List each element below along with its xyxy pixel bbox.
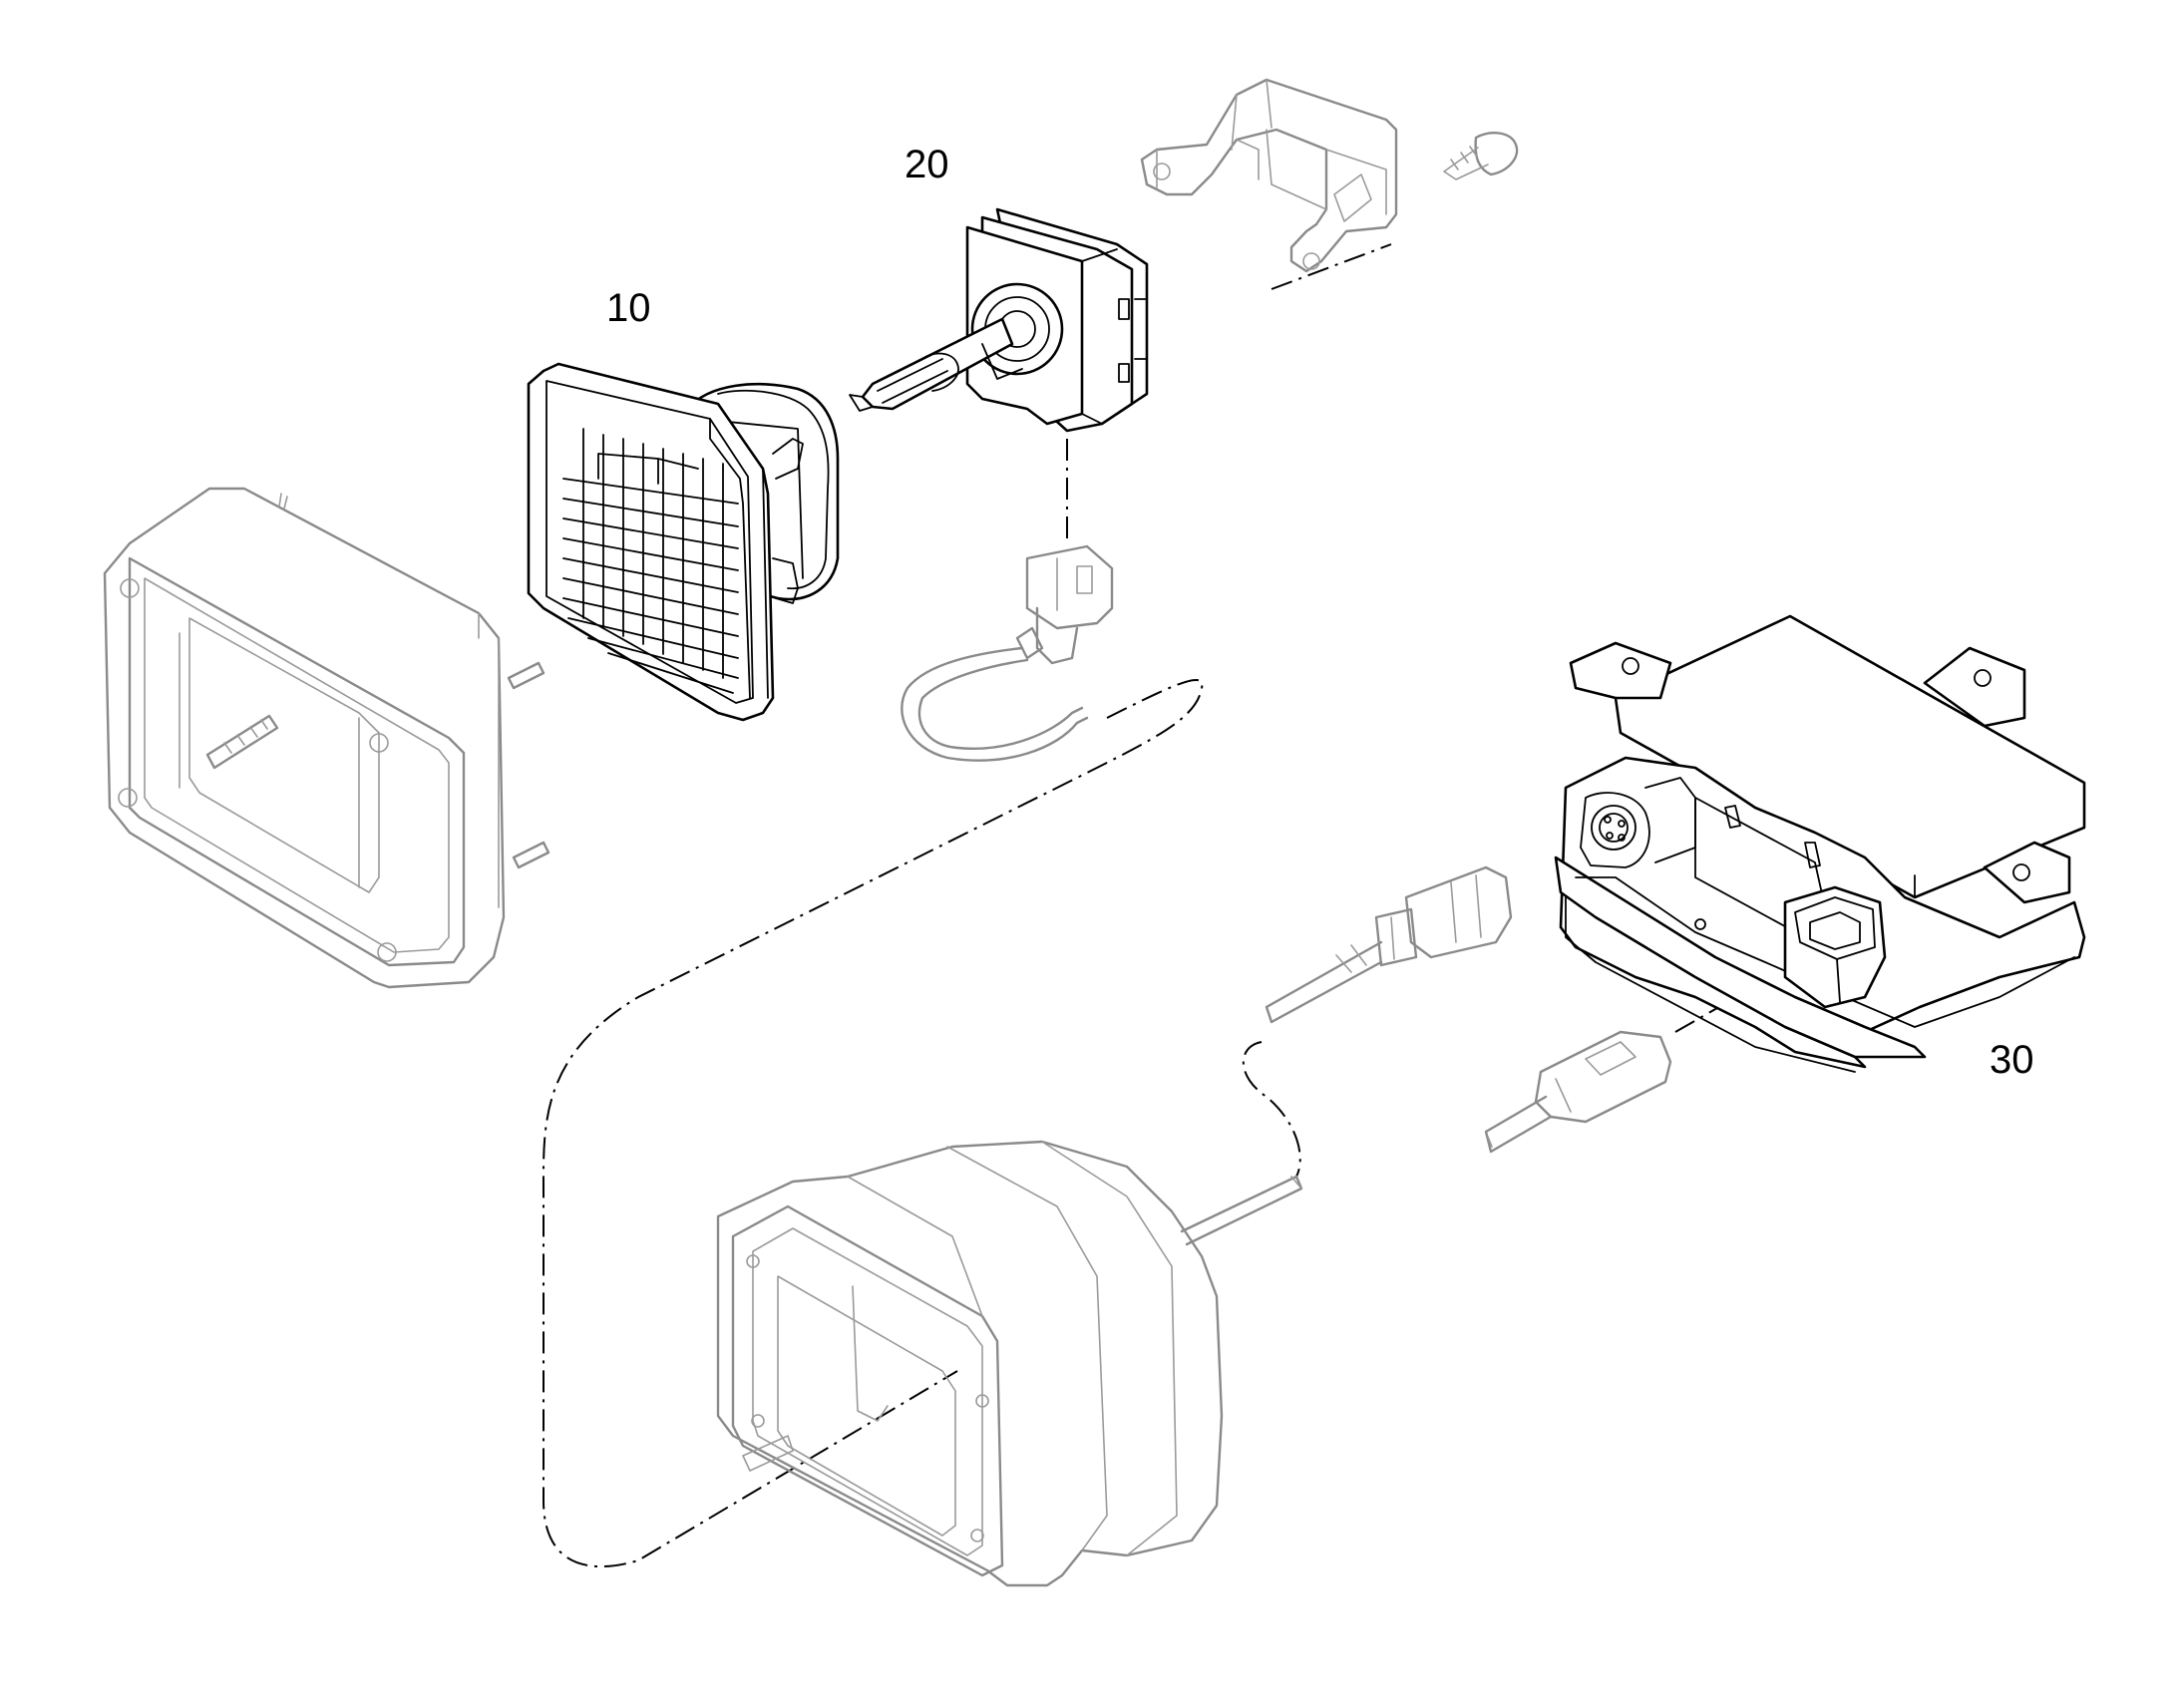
lamp-insert-part-10 xyxy=(527,362,840,722)
ballast-unit-part-30 xyxy=(1554,614,2086,1073)
bracket-screw xyxy=(1443,132,1519,180)
assembly-line-cable-route xyxy=(542,679,1204,1568)
xenon-bulb-part-20 xyxy=(849,207,1149,433)
lens-grid xyxy=(562,428,739,694)
gray-mounting-frame-left xyxy=(103,487,550,989)
assembly-line-screw xyxy=(1271,243,1392,290)
part-label-10: 10 xyxy=(606,286,651,330)
assembly-line-harness xyxy=(1242,1041,1301,1178)
part-label-30: 30 xyxy=(1990,1038,2034,1082)
gray-headlamp-housing xyxy=(716,1140,1303,1587)
gray-harness-plug xyxy=(1484,1030,1672,1154)
gray-connector-plug xyxy=(1265,865,1513,1024)
bulb-connector-cable xyxy=(901,544,1114,762)
mounting-bracket xyxy=(1140,78,1398,273)
part-label-20: 20 xyxy=(905,143,949,186)
